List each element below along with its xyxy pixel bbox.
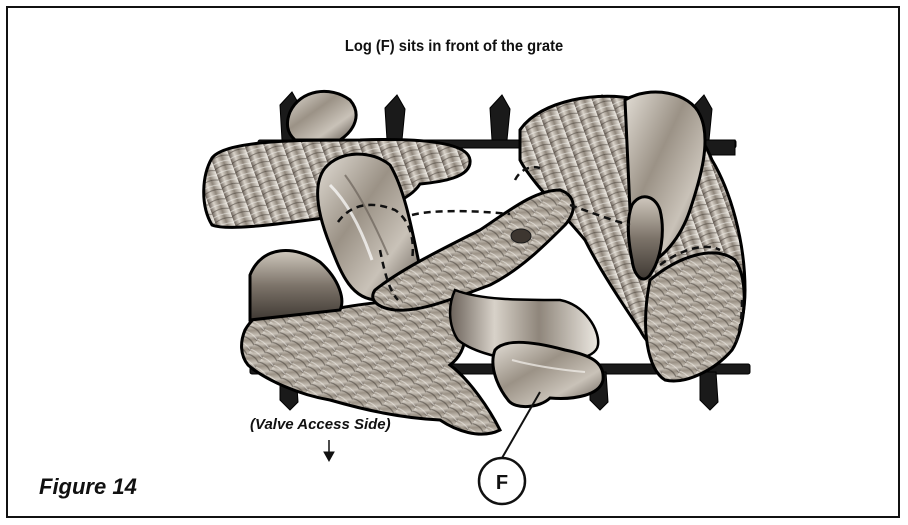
valve-arrow bbox=[324, 440, 334, 461]
log-left-branch bbox=[250, 251, 342, 320]
log-right-front bbox=[646, 253, 745, 381]
log-top-left-stump bbox=[287, 91, 356, 140]
callout-letter: F bbox=[496, 472, 508, 494]
valve-access-label: (Valve Access Side) bbox=[250, 416, 391, 433]
figure-number: Figure 14 bbox=[39, 474, 137, 500]
